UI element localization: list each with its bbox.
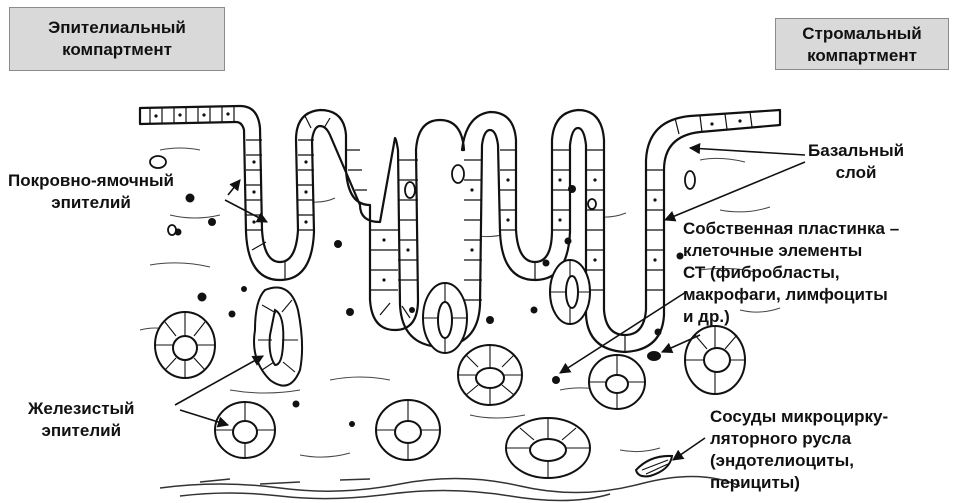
pit-epithelium-label: Покровно-ямочный эпителий	[8, 170, 174, 214]
glandular-epithelium-line2: эпителий	[28, 420, 135, 442]
gland	[550, 260, 590, 324]
microvessels-line2: ляторного русла	[710, 428, 888, 450]
gland	[376, 400, 440, 460]
pit-epithelium-line2: эпителий	[8, 192, 174, 214]
gland	[685, 326, 745, 394]
basal-layer-line2: слой	[808, 162, 904, 184]
gland	[254, 288, 302, 386]
bottom-layer	[160, 476, 740, 500]
epithelial-compartment-line2: компартмент	[10, 39, 224, 61]
microvessels-line3: (эндотелиоциты,	[710, 450, 888, 472]
glandular-epithelium-label: Железистый эпителий	[28, 398, 135, 442]
pit-epithelium-line1: Покровно-ямочный	[8, 170, 174, 192]
lamina-propria-label: Собственная пластинка – клеточные элемен…	[683, 218, 899, 328]
lamina-propria-line2: клеточные элементы	[683, 240, 899, 262]
lamina-propria-line1: Собственная пластинка –	[683, 218, 899, 240]
gland	[155, 312, 215, 378]
gland	[458, 345, 522, 405]
gland	[423, 283, 467, 353]
glandular-epithelium-line1: Железистый	[28, 398, 135, 420]
microvessels-label: Сосуды микроцирку- ляторного русла (эндо…	[710, 406, 888, 494]
microvessel	[636, 456, 672, 476]
stromal-compartment-box: Стромальный компартмент	[775, 18, 949, 70]
microvessels-line4: перициты)	[710, 472, 888, 494]
basal-layer-line1: Базальный	[808, 140, 904, 162]
gland	[506, 418, 590, 478]
lamina-propria-line4: макрофаги, лимфоциты	[683, 284, 899, 306]
basal-layer-label: Базальный слой	[808, 140, 904, 184]
stromal-compartment-line2: компартмент	[776, 45, 948, 67]
epithelial-compartment-box: Эпителиальный компартмент	[9, 7, 225, 71]
lamina-propria-line3: СТ (фибробласты,	[683, 262, 899, 284]
lamina-propria-line5: и др.)	[683, 306, 899, 328]
stromal-compartment-line1: Стромальный	[776, 23, 948, 45]
epithelial-compartment-line1: Эпителиальный	[10, 17, 224, 39]
gland	[215, 402, 275, 458]
microvessels-line1: Сосуды микроцирку-	[710, 406, 888, 428]
gland	[589, 355, 645, 409]
